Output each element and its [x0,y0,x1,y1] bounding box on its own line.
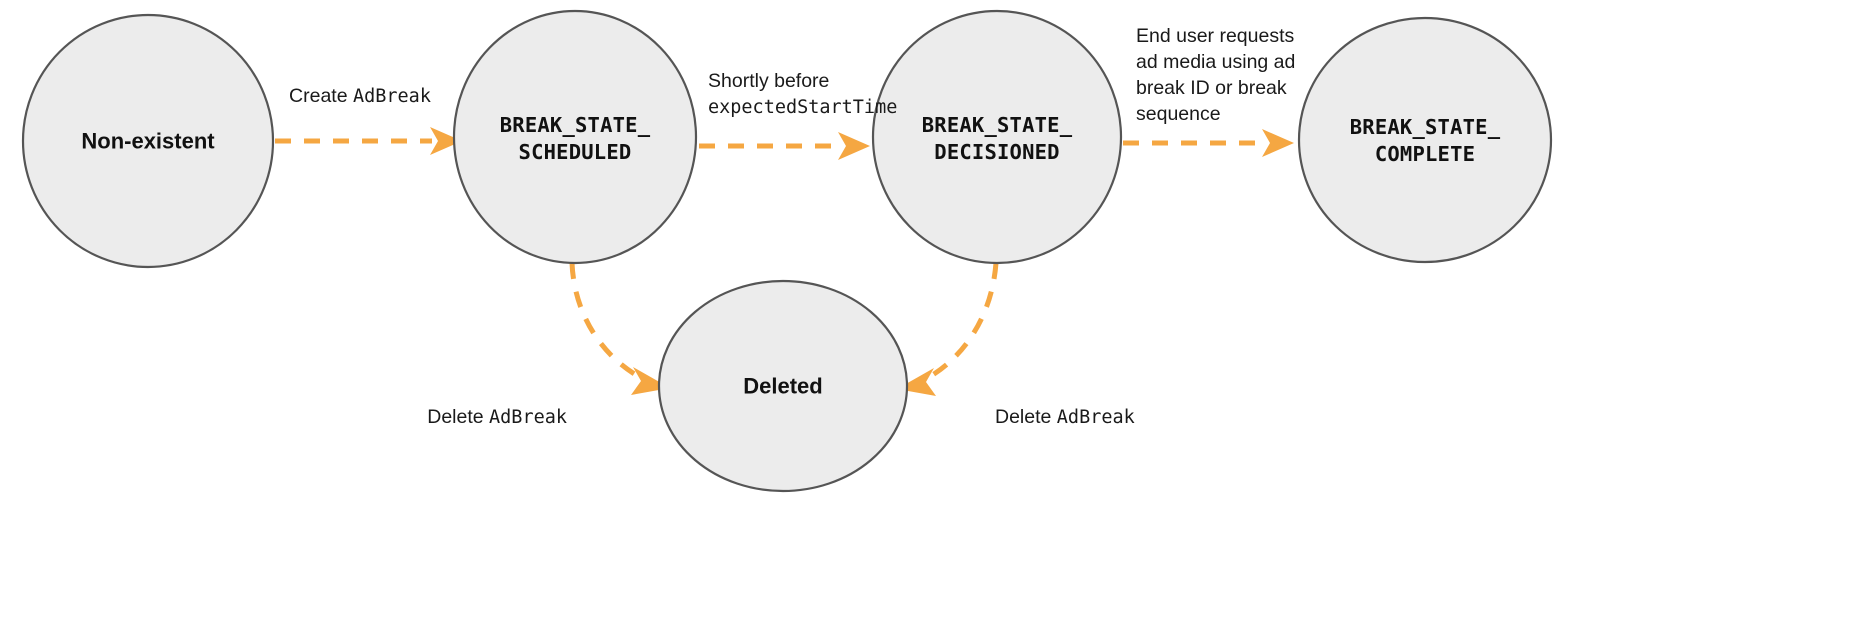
edge-delete-from-decisioned [897,262,999,396]
edge-delete-from-scheduled [569,262,670,395]
edge-line [922,262,999,383]
arrowhead-icon [1262,129,1294,157]
node-break-state-complete[interactable] [1297,16,1553,264]
node-non-existent[interactable] [21,13,275,269]
node-break-state-scheduled[interactable] [452,9,698,265]
arrowhead-icon [430,127,462,155]
arrowhead-icon [838,132,870,160]
node-deleted[interactable] [657,279,909,493]
edge-line [569,262,645,382]
node-break-state-decisioned[interactable] [871,9,1123,265]
edge-create-adbreak [275,127,462,155]
edge-end-user-requests [1123,129,1294,157]
edge-shortly-before [699,132,870,160]
